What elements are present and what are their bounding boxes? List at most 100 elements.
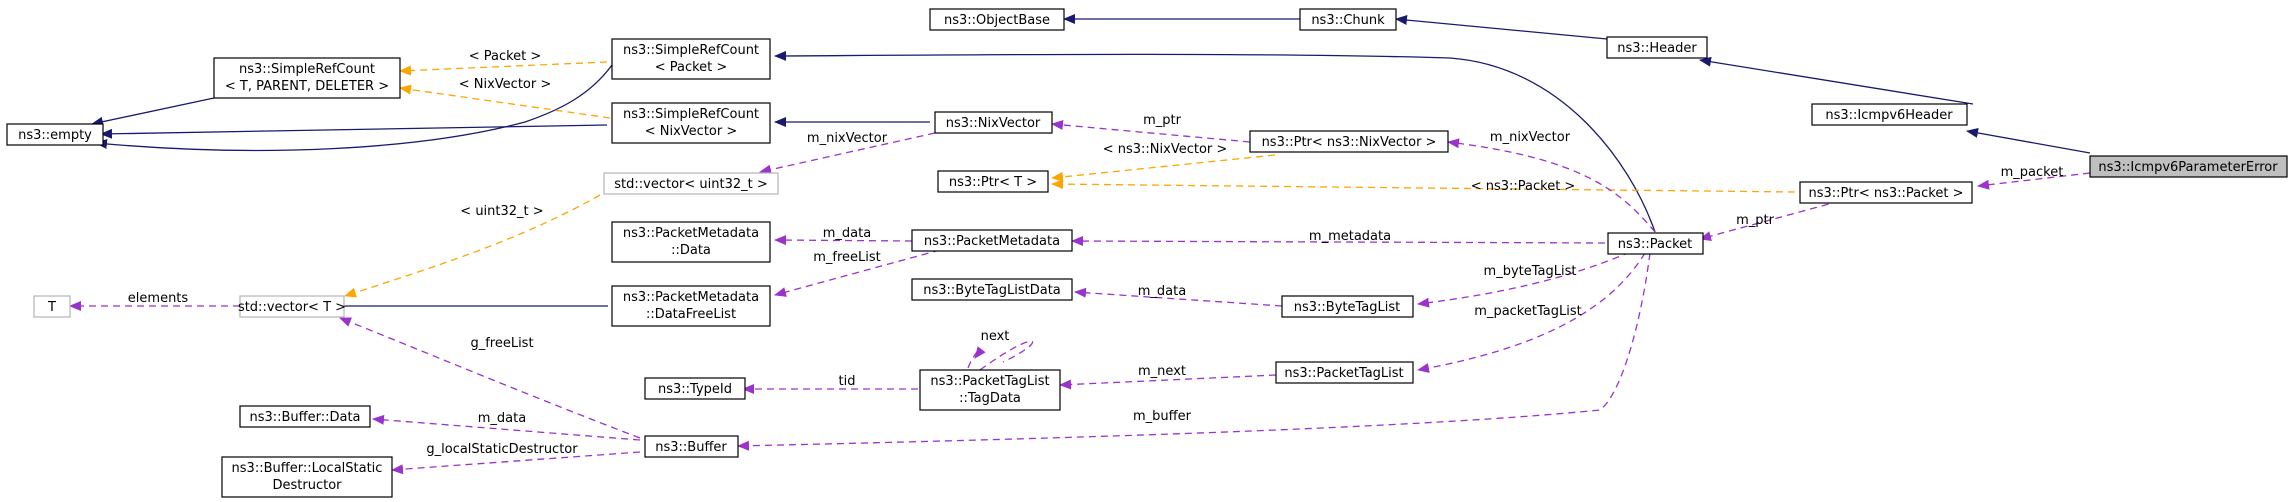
label-m_nixVector-vec: m_nixVector: [807, 131, 888, 146]
edge-srcpacket-srctemplate: [399, 61, 608, 76]
node-nixvector[interactable]: ns3::NixVector: [934, 111, 1053, 134]
svg-text:T: T: [47, 300, 56, 315]
node-vector-t[interactable]: std::vector< T >: [238, 295, 346, 318]
svg-text:::TagData: ::TagData: [959, 391, 1021, 406]
edge-ptrpacket-ptrt: [1051, 179, 1796, 193]
node-t[interactable]: T: [33, 295, 71, 318]
edge-srcpacket-empty: [95, 64, 613, 152]
svg-text:ns3::PacketTagList: ns3::PacketTagList: [930, 374, 1049, 389]
svg-text:ns3::Buffer::LocalStatic: ns3::Buffer::LocalStatic: [232, 461, 383, 476]
svg-text:ns3::Ptr< ns3::NixVector >: ns3::Ptr< ns3::NixVector >: [1262, 135, 1437, 150]
edge-member-m_freeList: [774, 249, 941, 297]
node-buffer-data[interactable]: ns3::Buffer::Data: [239, 405, 371, 428]
node-chunk[interactable]: ns3::Chunk: [1299, 8, 1397, 31]
svg-text:< Packet >: < Packet >: [655, 60, 728, 75]
edge-member-g_freeList: [339, 317, 641, 439]
label-g_localStaticDestructor: g_localStaticDestructor: [426, 442, 578, 457]
node-simplerefcount-nixvector[interactable]: ns3::SimpleRefCount < NixVector >: [611, 102, 771, 144]
svg-text:ns3::SimpleRefCount: ns3::SimpleRefCount: [623, 43, 759, 58]
label-m_next: m_next: [1138, 364, 1186, 379]
node-packetmetadata[interactable]: ns3::PacketMetadata: [911, 229, 1073, 252]
node-buffer-localstaticdestructor[interactable]: ns3::Buffer::LocalStatic Destructor: [221, 456, 393, 498]
edge-paramerror-icmpv6header: [1966, 128, 2091, 154]
label-packet-ptr-template: < ns3::Packet >: [1471, 179, 1576, 194]
svg-text:ns3::PacketMetadata: ns3::PacketMetadata: [623, 226, 759, 241]
svg-text:ns3::ObjectBase: ns3::ObjectBase: [944, 13, 1050, 28]
edge-srcnix-empty: [100, 124, 608, 139]
node-vector-uint32[interactable]: std::vector< uint32_t >: [603, 172, 779, 195]
node-packettaglist[interactable]: ns3::PacketTagList: [1275, 361, 1414, 384]
label-m_metadata: m_metadata: [1309, 229, 1391, 244]
edge-icmpv6header-header: [1699, 56, 1974, 105]
svg-text:ns3::NixVector: ns3::NixVector: [946, 116, 1041, 131]
node-objectbase[interactable]: ns3::ObjectBase: [929, 8, 1065, 31]
svg-text:ns3::Buffer: ns3::Buffer: [655, 440, 727, 455]
svg-text:ns3::Icmpv6Header: ns3::Icmpv6Header: [1825, 108, 1953, 123]
node-buffer[interactable]: ns3::Buffer: [644, 435, 739, 458]
edge-member-m_packet: [1977, 172, 2091, 190]
label-packet-template: < Packet >: [469, 49, 542, 64]
label-elements: elements: [128, 291, 189, 306]
node-icmpv6header[interactable]: ns3::Icmpv6Header: [1811, 103, 1968, 126]
svg-text:ns3::Header: ns3::Header: [1617, 41, 1697, 56]
node-ptr-packet[interactable]: ns3::Ptr< ns3::Packet >: [1799, 181, 1973, 204]
node-bytetaglistdata[interactable]: ns3::ByteTagListData: [911, 278, 1073, 301]
svg-text:ns3::Ptr< ns3::Packet >: ns3::Ptr< ns3::Packet >: [1809, 186, 1964, 201]
edge-srctemplate-empty: [91, 97, 215, 127]
node-typeid[interactable]: ns3::TypeId: [644, 377, 746, 400]
label-m_nixVector-ptr: m_nixVector: [1490, 130, 1571, 145]
label-m_data-buf: m_data: [478, 411, 526, 426]
node-simplerefcount-packet[interactable]: ns3::SimpleRefCount < Packet >: [611, 38, 771, 80]
node-empty[interactable]: ns3::empty: [6, 123, 104, 146]
svg-text:ns3::Ptr< T >: ns3::Ptr< T >: [949, 175, 1037, 190]
node-ptr-t[interactable]: ns3::Ptr< T >: [937, 170, 1049, 193]
svg-text:::Data: ::Data: [671, 243, 711, 258]
svg-text:ns3::ByteTagList: ns3::ByteTagList: [1294, 300, 1400, 315]
label-m_freeList: m_freeList: [813, 250, 881, 265]
edge-member-m_data-buf: [372, 414, 641, 441]
edge-member-m_byteTagList: [1417, 251, 1631, 308]
edge-member-m_nixVector-ptr: [1447, 138, 1656, 233]
label-g_freeList: g_freeList: [470, 336, 533, 351]
node-header[interactable]: ns3::Header: [1606, 36, 1708, 59]
label-m_data-pm: m_data: [823, 226, 871, 241]
node-bytetaglist[interactable]: ns3::ByteTagList: [1281, 295, 1414, 318]
svg-text:ns3::Chunk: ns3::Chunk: [1311, 13, 1385, 28]
edge-member-m_next: [1059, 374, 1277, 390]
node-packetmetadata-data[interactable]: ns3::PacketMetadata ::Data: [611, 221, 771, 263]
node-icmpv6-parameter-error[interactable]: ns3::Icmpv6ParameterError: [2089, 155, 2288, 178]
label-m_ptr-packet: m_ptr: [1736, 213, 1775, 228]
svg-text:ns3::TypeId: ns3::TypeId: [658, 382, 732, 397]
node-simplerefcount-template[interactable]: ns3::SimpleRefCount < T, PARENT, DELETER…: [213, 57, 401, 99]
label-m_data-btl: m_data: [1138, 284, 1186, 299]
edge-member-m_buffer: [737, 252, 1651, 451]
svg-text:ns3::Icmpv6ParameterError: ns3::Icmpv6ParameterError: [2098, 160, 2278, 175]
svg-text:< NixVector >: < NixVector >: [645, 124, 738, 139]
edge-member-next: [968, 340, 1034, 371]
node-packetmetadata-datafreelist[interactable]: ns3::PacketMetadata ::DataFreeList: [611, 285, 771, 327]
edge-member-m_ptr-packet: [1699, 200, 1841, 241]
label-m_byteTagList: m_byteTagList: [1484, 264, 1577, 279]
svg-text:ns3::SimpleRefCount: ns3::SimpleRefCount: [623, 107, 759, 122]
edge-member-m_metadata: [1071, 236, 1606, 247]
svg-text:ns3::Buffer::Data: ns3::Buffer::Data: [249, 410, 360, 425]
svg-text:ns3::empty: ns3::empty: [18, 128, 92, 143]
svg-text:ns3::SimpleRefCount: ns3::SimpleRefCount: [239, 62, 375, 77]
node-ptr-nixvector[interactable]: ns3::Ptr< ns3::NixVector >: [1249, 130, 1449, 153]
edge-header-chunk: [1395, 15, 1608, 40]
label-m_packet: m_packet: [2001, 165, 2064, 180]
label-uint32-template: < uint32_t >: [460, 204, 543, 219]
label-m_packetTagList: m_packetTagList: [1474, 304, 1581, 319]
edge-member-m_ptr-nix: [1051, 120, 1251, 143]
label-nixvector-ptr-template: < ns3::NixVector >: [1103, 142, 1228, 157]
edge-member-m_nixVector-vec: [759, 132, 936, 175]
svg-text:ns3::Packet: ns3::Packet: [1618, 237, 1693, 252]
label-m_ptr-nix: m_ptr: [1143, 113, 1182, 128]
svg-text:ns3::PacketTagList: ns3::PacketTagList: [1284, 366, 1403, 381]
svg-text:ns3::PacketMetadata: ns3::PacketMetadata: [924, 234, 1060, 249]
edge-packet-srcpacket: [774, 50, 1656, 233]
node-packettaglist-tagdata[interactable]: ns3::PacketTagList ::TagData: [919, 369, 1061, 411]
node-packet[interactable]: ns3::Packet: [1607, 232, 1704, 255]
svg-text:std::vector< uint32_t >: std::vector< uint32_t >: [614, 177, 768, 192]
svg-text:ns3::ByteTagListData: ns3::ByteTagListData: [923, 283, 1061, 298]
